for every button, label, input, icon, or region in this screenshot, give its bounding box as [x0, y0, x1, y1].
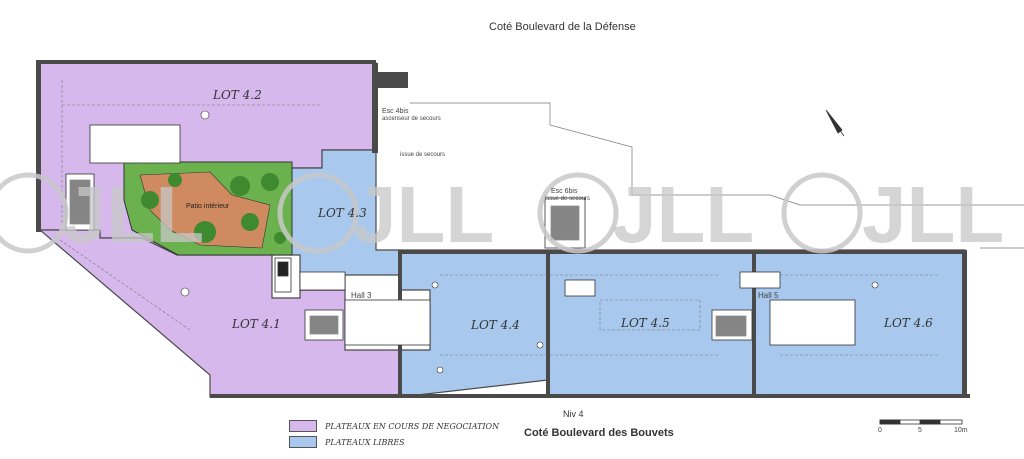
legend-label: PLATEAUX LIBRES — [325, 437, 405, 447]
svg-text:JLL: JLL — [352, 170, 494, 259]
scale-bar — [879, 419, 963, 425]
site-outline — [410, 102, 1024, 206]
svg-text:JLL: JLL — [612, 170, 754, 259]
jll-watermark-letters: JLL JLL JLL JLL — [62, 170, 1004, 259]
patio-terrace — [139, 171, 271, 249]
top-street-label: Coté Boulevard de la Défense — [489, 21, 636, 33]
legend-item: PLATEAUX EN COURS DE NEGOCIATION — [289, 420, 499, 432]
scale-tick: 10m — [954, 427, 968, 434]
lot-label: LOT 4.5 — [621, 316, 670, 330]
fixtures — [180, 110, 879, 374]
legend-label: PLATEAUX EN COURS DE NEGOCIATION — [325, 421, 500, 431]
jll-watermark — [0, 172, 863, 254]
legend-swatch — [289, 420, 317, 432]
lot-label: LOT 4.2 — [213, 88, 262, 102]
legend-swatch — [289, 436, 317, 448]
bottom-street-label: Coté Boulevard des Bouvets — [524, 427, 674, 439]
patio-label: Patio intérieur — [186, 203, 230, 210]
exit-label: issue de secours — [400, 152, 446, 158]
stair-sublabel: issue de secours — [545, 196, 591, 202]
legend-item: PLATEAUX LIBRES — [289, 436, 499, 448]
stair-label: Esc 6bis — [551, 188, 578, 195]
scale-tick: 5 — [918, 427, 922, 434]
svg-text:JLL: JLL — [62, 170, 204, 259]
lot-label: LOT 4.6 — [884, 316, 933, 330]
scale-tick: 0 — [878, 427, 882, 434]
lot-label: LOT 4.1 — [232, 317, 281, 331]
hall-label: Hall 5 — [758, 291, 779, 300]
stair-sublabel: ascenseur de secours — [382, 116, 441, 122]
stair-cores — [65, 124, 856, 346]
legend: PLATEAUX EN COURS DE NEGOCIATION PLATEAU… — [289, 420, 499, 448]
hall-label: Hall 3 — [351, 291, 372, 300]
stair-label: Esc 4bis — [382, 108, 409, 115]
patio-trees — [141, 173, 286, 244]
lot-label: LOT 4.4 — [471, 318, 520, 332]
north-arrow-icon — [825, 109, 845, 137]
lot-label: LOT 4.3 — [318, 206, 367, 220]
svg-text:JLL: JLL — [862, 170, 1004, 259]
level-label: Niv 4 — [563, 409, 584, 419]
